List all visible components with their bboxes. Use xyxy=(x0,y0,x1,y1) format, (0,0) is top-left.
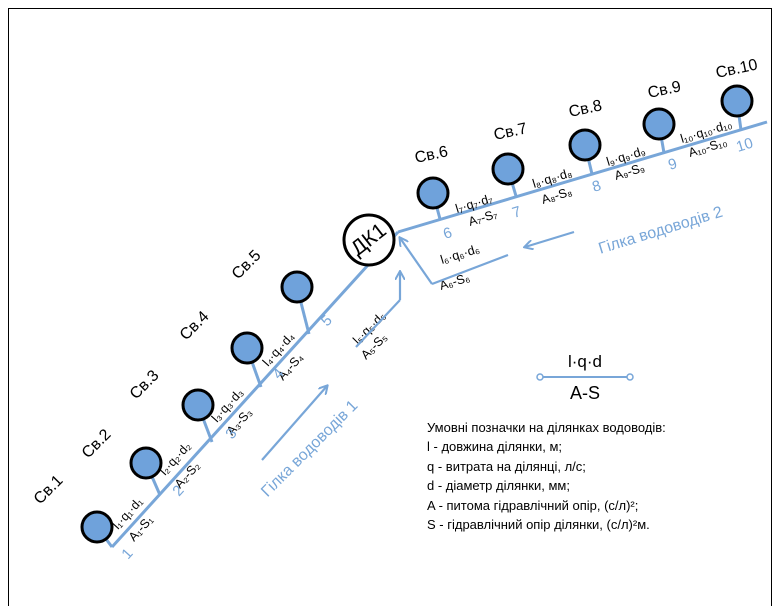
section-number: 6 xyxy=(441,224,454,243)
legend-key-dot-right xyxy=(626,373,634,381)
well-9 xyxy=(642,107,676,141)
branch-1-arrow xyxy=(261,386,327,461)
well-label: Св.4 xyxy=(177,308,213,344)
section-number: 5 xyxy=(318,312,336,330)
well-8 xyxy=(568,128,602,162)
branch-2-arrow xyxy=(525,230,575,247)
well-label: Св.1 xyxy=(31,472,67,508)
collector-line-6 xyxy=(431,253,509,286)
section-number: 1 xyxy=(118,545,136,563)
well-label: Св.5 xyxy=(229,247,265,283)
diagram-frame xyxy=(8,8,772,606)
well-10 xyxy=(720,84,754,118)
well-2 xyxy=(129,446,163,480)
well-4 xyxy=(230,331,264,365)
legend-item: d - діаметр ділянки, мм; xyxy=(427,478,570,493)
well-label: Св.3 xyxy=(127,367,163,403)
well-1 xyxy=(80,510,114,544)
pipe-branch-2 xyxy=(397,120,768,234)
section-number: 8 xyxy=(590,177,603,196)
section-params-bottom: A₆-S₆ xyxy=(438,270,472,292)
legend-item: A - питома гідравлічний опір, (с/л)²; xyxy=(427,498,638,513)
branch-1-label: Гілка водоводів 1 xyxy=(258,397,361,500)
section-params-top: l₆·q₆·d₆ xyxy=(439,242,481,267)
pipe-branch-1 xyxy=(110,230,400,549)
legend-key-dot-left xyxy=(536,373,544,381)
section-number: 10 xyxy=(734,135,755,156)
well-3 xyxy=(181,388,215,422)
junction-dk1 xyxy=(342,213,396,267)
legend-item: l - довжина ділянки, м; xyxy=(427,439,562,454)
section-number: 7 xyxy=(510,203,523,222)
well-label: Св.2 xyxy=(79,426,115,462)
collector-arrow-6 xyxy=(400,238,433,285)
legend-title: Умовні позначки на ділянках водоводів: xyxy=(427,420,666,435)
section-number: 9 xyxy=(666,155,679,174)
well-label: Св.8 xyxy=(567,97,603,121)
legend-key-bottom: A-S xyxy=(570,383,600,403)
well-5 xyxy=(280,270,314,304)
well-label: Св.7 xyxy=(492,120,528,144)
legend-item: S - гідравлічний опір ділянки, (с/л)²м. xyxy=(427,517,650,532)
well-7 xyxy=(491,152,525,186)
legend-key-top: l·q·d xyxy=(568,352,602,371)
collector-line-5 xyxy=(355,299,401,348)
well-label: Св.6 xyxy=(413,143,449,167)
legend-item: q - витрата на ділянці, л/с; xyxy=(427,459,586,474)
well-6 xyxy=(416,176,450,210)
well-label: Св.9 xyxy=(646,78,682,102)
branch-2-label: Гілка водоводів 2 xyxy=(597,204,725,258)
well-label: Св.10 xyxy=(714,56,759,81)
